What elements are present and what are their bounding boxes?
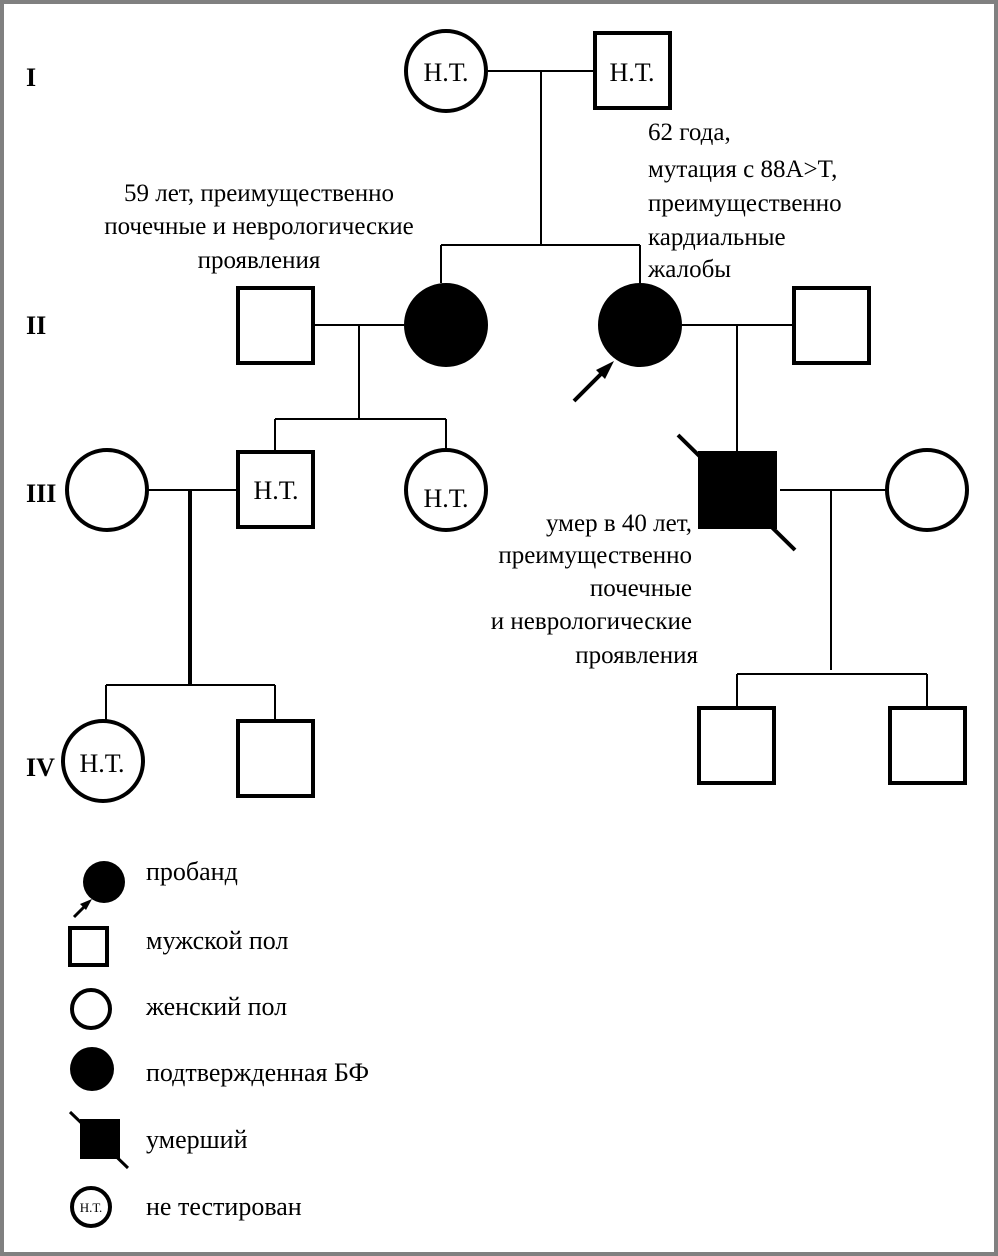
generation-label-I: I [26, 63, 36, 92]
legend-item-confirmed: подтвержденная БФ [70, 1047, 369, 1091]
annotation-line: 62 года, [648, 119, 731, 146]
male-symbol [888, 706, 967, 785]
legend-label: мужской пол [146, 926, 288, 955]
female-symbol [404, 448, 488, 532]
annotation-line: преимущественно [498, 542, 692, 569]
individual-I-1: Н.Т. [404, 29, 488, 113]
connector-lines [105, 70, 928, 721]
individual-II-3-proband [572, 283, 682, 403]
not-tested-legend-icon [70, 1186, 112, 1228]
proband-legend-icon [83, 861, 125, 903]
individual-III-1 [65, 448, 149, 532]
affected-female-symbol [598, 283, 682, 367]
female-symbol [885, 448, 969, 532]
legend-item-deceased: умерший [68, 1110, 248, 1170]
legend-label: умерший [146, 1125, 248, 1154]
annotation-line: умер в 40 лет, [546, 510, 692, 537]
legend-label: подтвержденная БФ [146, 1058, 369, 1087]
not-tested-label: Н.Т. [423, 484, 468, 513]
not-tested-label: Н.Т. [79, 749, 124, 778]
legend-item-female: женский пол [70, 988, 287, 1030]
individual-I-2: Н.Т. [593, 31, 672, 110]
affected-male-symbol [698, 451, 777, 529]
individual-II-1 [236, 286, 315, 365]
female-symbol [61, 719, 145, 803]
legend-nt-mark: Н.Т. [80, 1200, 103, 1215]
generation-label-III: III [26, 479, 56, 508]
generation-label-IV: IV [26, 753, 55, 782]
proband-arrow-icon [572, 361, 614, 403]
not-tested-label: Н.Т. [609, 58, 654, 87]
legend-label: женский пол [145, 992, 287, 1021]
male-symbol [236, 719, 315, 798]
annotation-line: и неврологические [491, 608, 692, 635]
not-tested-label: Н.Т. [423, 58, 468, 87]
legend: пробанд мужской пол женский пол подтверж… [68, 857, 369, 1228]
annotation-line: преимущественно [648, 190, 842, 217]
male-symbol [792, 286, 871, 365]
deceased-slash-icon [676, 433, 797, 552]
male-symbol [593, 31, 672, 110]
legend-item-not-tested: Н.Т. не тестирован [70, 1186, 302, 1228]
individual-II-4 [792, 286, 871, 365]
annotation-line: жалобы [647, 256, 731, 283]
individual-III-3: Н.Т. [404, 448, 488, 532]
individual-IV-1: Н.Т. [61, 719, 145, 803]
annotation-line: кардиальные [648, 224, 786, 251]
affected-legend-icon [70, 1047, 114, 1091]
generation-label-II: II [26, 311, 46, 340]
individual-IV-4 [888, 706, 967, 785]
male-symbol [236, 450, 315, 529]
annotation-line: проявления [198, 247, 321, 274]
annotation-II-2: 59 лет, преимущественно почечные и невро… [104, 180, 414, 274]
annotation-line: почечные [590, 575, 692, 602]
legend-item-male: мужской пол [68, 926, 288, 967]
individual-II-2 [404, 283, 488, 367]
female-legend-icon [70, 988, 112, 1030]
deceased-slash-icon [68, 1110, 130, 1170]
male-symbol [697, 706, 776, 785]
male-legend-icon [68, 926, 109, 967]
annotation-line: почечные и неврологические [104, 213, 414, 240]
individual-III-2: Н.Т. [236, 450, 315, 529]
affected-female-symbol [404, 283, 488, 367]
legend-label: пробанд [146, 857, 238, 886]
annotation-line: проявления [575, 642, 698, 669]
not-tested-label: Н.Т. [253, 476, 298, 505]
individual-IV-2 [236, 719, 315, 798]
male-symbol [236, 286, 315, 365]
annotation-line: 59 лет, преимущественно [124, 180, 394, 207]
legend-item-proband: пробанд [72, 857, 238, 919]
individual-IV-3 [697, 706, 776, 785]
individual-III-4-deceased [676, 433, 797, 552]
annotation-line: мутация с 88A>T, [648, 156, 837, 183]
female-symbol [404, 29, 488, 113]
individual-III-5 [885, 448, 969, 532]
annotation-II-3: 62 года, мутация с 88A>T, преимущественн… [647, 119, 842, 283]
female-symbol [65, 448, 149, 532]
annotation-III-4: умер в 40 лет, преимущественно почечные … [491, 510, 699, 669]
legend-label: не тестирован [146, 1192, 302, 1221]
